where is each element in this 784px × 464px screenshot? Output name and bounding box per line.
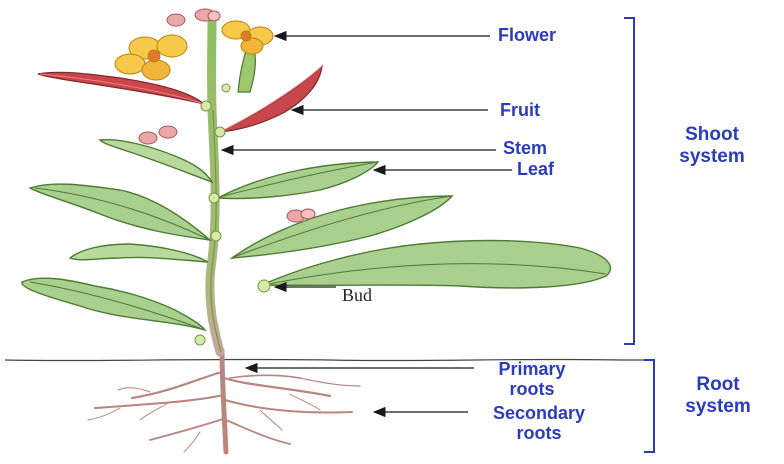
label-root-system-line2: system (685, 396, 751, 418)
label-secondary-roots-line1: Secondary (493, 403, 585, 423)
label-shoot-system-line2: system (679, 146, 745, 168)
label-primary-roots: Primary roots (498, 359, 565, 399)
label-primary-roots-line1: Primary (498, 359, 565, 379)
label-fruit: Fruit (500, 101, 540, 119)
brackets (624, 18, 654, 452)
label-root-system: Root system (685, 374, 751, 418)
label-secondary-roots-line2: roots (493, 423, 585, 443)
root-system-bracket (644, 360, 654, 452)
root-system-illustration (88, 350, 360, 452)
label-secondary-roots: Secondary roots (493, 403, 585, 443)
shoot-system-bracket (624, 18, 634, 344)
label-bud: Bud (342, 286, 372, 304)
stem-illustration (210, 22, 221, 352)
label-root-system-line1: Root (685, 374, 751, 396)
label-leaf: Leaf (517, 160, 554, 178)
label-primary-roots-line2: roots (498, 379, 565, 399)
label-stem: Stem (503, 139, 547, 157)
label-shoot-system-line1: Shoot (679, 124, 745, 146)
label-shoot-system: Shoot system (679, 124, 745, 168)
label-flower: Flower (498, 26, 556, 44)
